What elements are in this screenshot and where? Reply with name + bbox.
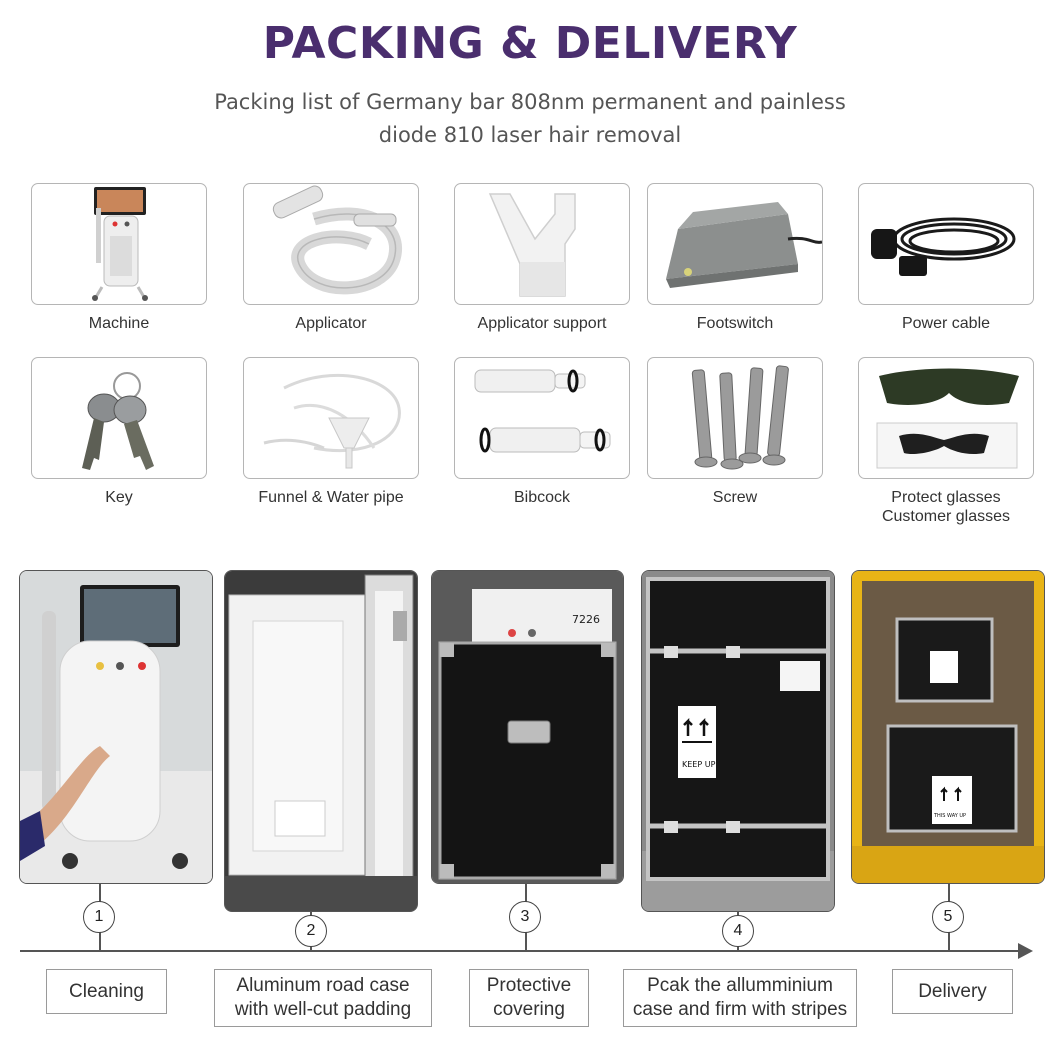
packing-item-power-cable: Power cable [858,183,1034,333]
step-number: 5 [932,901,964,933]
step-caption-protective: Protective covering [469,969,589,1027]
packing-item-footswitch: Footswitch [647,183,823,333]
handpiece-icon [272,185,402,295]
caption-line: Pcak the allumminium [647,975,833,996]
step-number: 3 [509,901,541,933]
caption-line: Delivery [918,980,987,1002]
packing-item-machine: Machine [31,183,207,333]
step-number: 2 [295,915,327,947]
power-cable-icon [871,217,1016,276]
photo-road-case [224,570,418,912]
caption-line: Cleaning [69,980,144,1002]
keep-up-text: KEEP UP [682,760,716,769]
caption-line: covering [493,999,565,1020]
step-number: 4 [722,915,754,947]
packing-item-label: Bibcock [513,489,571,506]
holder-icon [488,193,576,297]
caption-line: Aluminum road case [236,975,410,996]
screw-icon [691,365,789,470]
packing-item-bibcock: Bibcock [454,357,630,507]
packing-item-glasses: Protect glasses Customer glasses [858,357,1034,526]
photo-protective-covering: 7226 [431,570,624,884]
photo-cleaning [19,570,213,884]
this-way-up-text: THIS WAY UP [933,813,966,819]
glasses-icon [876,368,1019,469]
subtitle-line-1: Packing list of Germany bar 808nm perman… [214,90,846,114]
packing-item-label: Funnel & Water pipe [258,489,404,506]
step-caption-road-case: Aluminum road case with well-cut padding [214,969,432,1027]
page-title: PACKING & DELIVERY [262,18,798,69]
page-subtitle: Packing list of Germany bar 808nm perman… [0,86,1060,152]
step-caption-delivery: Delivery [892,969,1013,1014]
timeline-line [20,950,1030,952]
packing-item-label: Applicator [295,315,367,332]
caption-line: case and firm with stripes [632,999,848,1020]
packing-item-label: Footswitch [696,315,774,332]
footswitch-icon [666,202,822,288]
photo-aluminium-case: KEEP UP [641,570,835,912]
key-icon [82,372,154,470]
step-caption-aluminium: Pcak the allumminium case and firm with … [623,969,857,1027]
packing-item-funnel: Funnel & Water pipe [243,357,419,507]
caption-line: with well-cut padding [234,999,412,1020]
packing-item-label: Power cable [901,315,991,332]
case-number-text: 7226 [572,613,600,626]
photo-delivery: THIS WAY UP [851,570,1045,884]
step-caption-cleaning: Cleaning [46,969,167,1014]
packing-item-label: Screw [712,489,758,506]
packing-item-label: Applicator support [477,315,607,332]
packing-item-label: Machine [88,315,150,332]
laser-machine-icon [92,187,148,301]
bibcock-icon [474,369,611,453]
packing-item-applicator: Applicator [243,183,419,333]
caption-line: Protective [486,975,572,996]
packing-item-label: Key [105,489,133,506]
packing-item-label-2: Customer glasses [881,508,1011,525]
step-number: 1 [83,901,115,933]
subtitle-line-2: diode 810 laser hair removal [378,123,682,147]
packing-item-applicator-support: Applicator support [454,183,630,333]
packing-item-screw: Screw [647,357,823,507]
packing-item-key: Key [31,357,207,507]
packing-item-label: Protect glasses [891,489,1001,506]
funnel-icon [263,373,401,469]
timeline-arrow-icon [1018,943,1033,959]
